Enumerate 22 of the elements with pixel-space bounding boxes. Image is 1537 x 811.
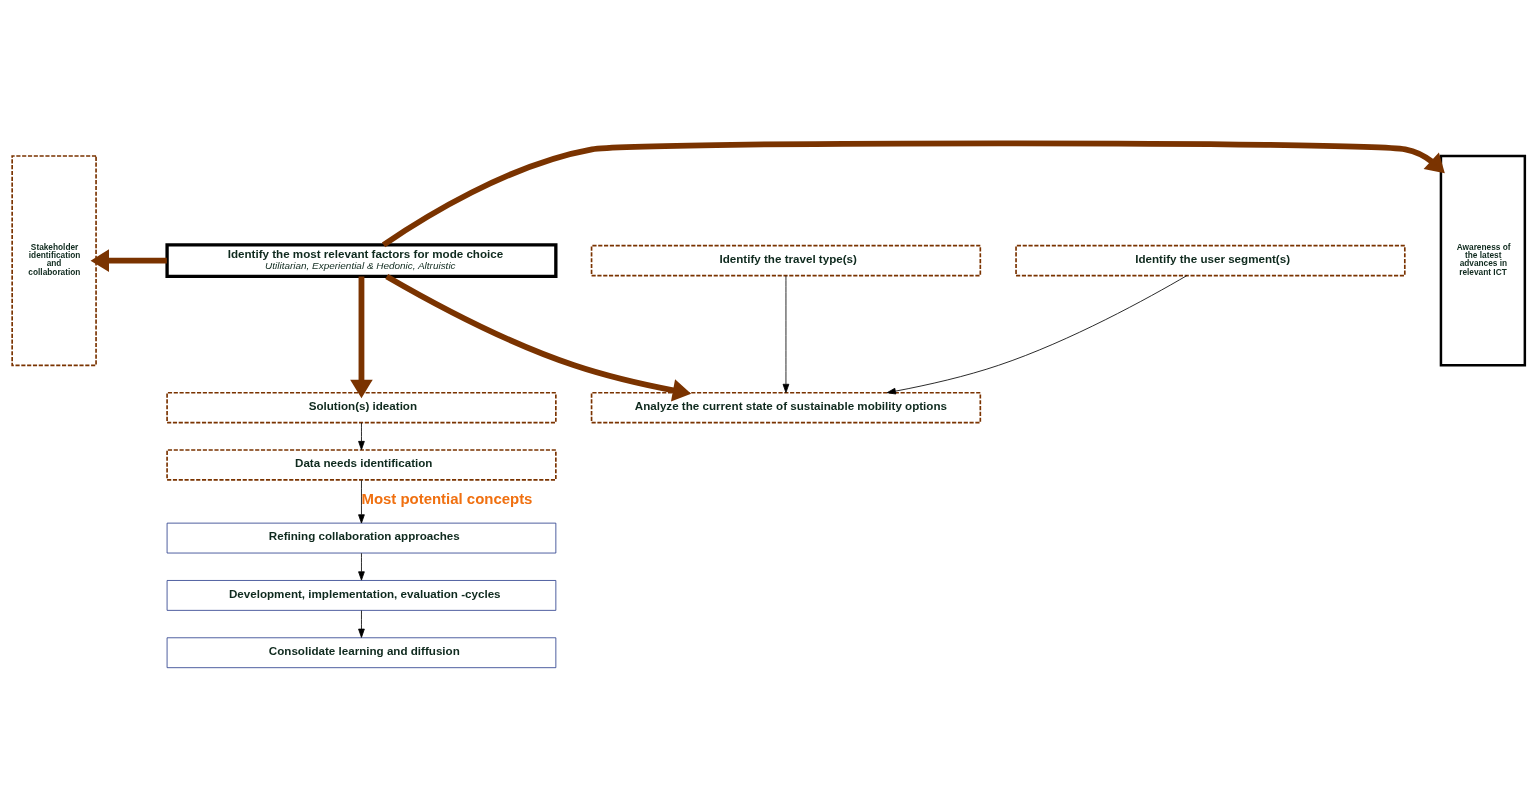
node-box: Data needs identification bbox=[166, 449, 557, 481]
node-box: Identify the travel type(s) bbox=[590, 244, 982, 277]
node-box: Analyze the current state of sustainable mobility options bbox=[590, 391, 982, 424]
arrow bbox=[358, 479, 365, 524]
node-box: Development, implementation, evaluation -cycles bbox=[166, 580, 557, 611]
node-box: Identify the user segment(s) bbox=[1015, 244, 1406, 277]
node-box: Identify the most relevant factors for mode choice Utilitarian, Experiential & Hedonic, Altruistic bbox=[165, 243, 558, 279]
arrow bbox=[381, 140, 1445, 248]
arrow bbox=[358, 422, 365, 451]
edge-label: Most potential concepts bbox=[361, 490, 533, 508]
node-box: Refining collaboration approaches bbox=[166, 522, 557, 554]
arrow bbox=[782, 275, 790, 393]
arrow bbox=[350, 276, 373, 399]
arrow bbox=[886, 275, 1188, 395]
arrow bbox=[358, 610, 365, 638]
node-box: Solution(s) ideation bbox=[166, 391, 557, 424]
node-box: Awareness of the latest advances in relevant ICT bbox=[1439, 154, 1527, 367]
node-box: Stakeholder identification and collaboration bbox=[11, 155, 97, 367]
arrow bbox=[90, 249, 167, 272]
node-box: Consolidate learning and diffusion bbox=[166, 637, 557, 669]
arrow bbox=[358, 552, 365, 581]
arrow bbox=[385, 274, 692, 402]
